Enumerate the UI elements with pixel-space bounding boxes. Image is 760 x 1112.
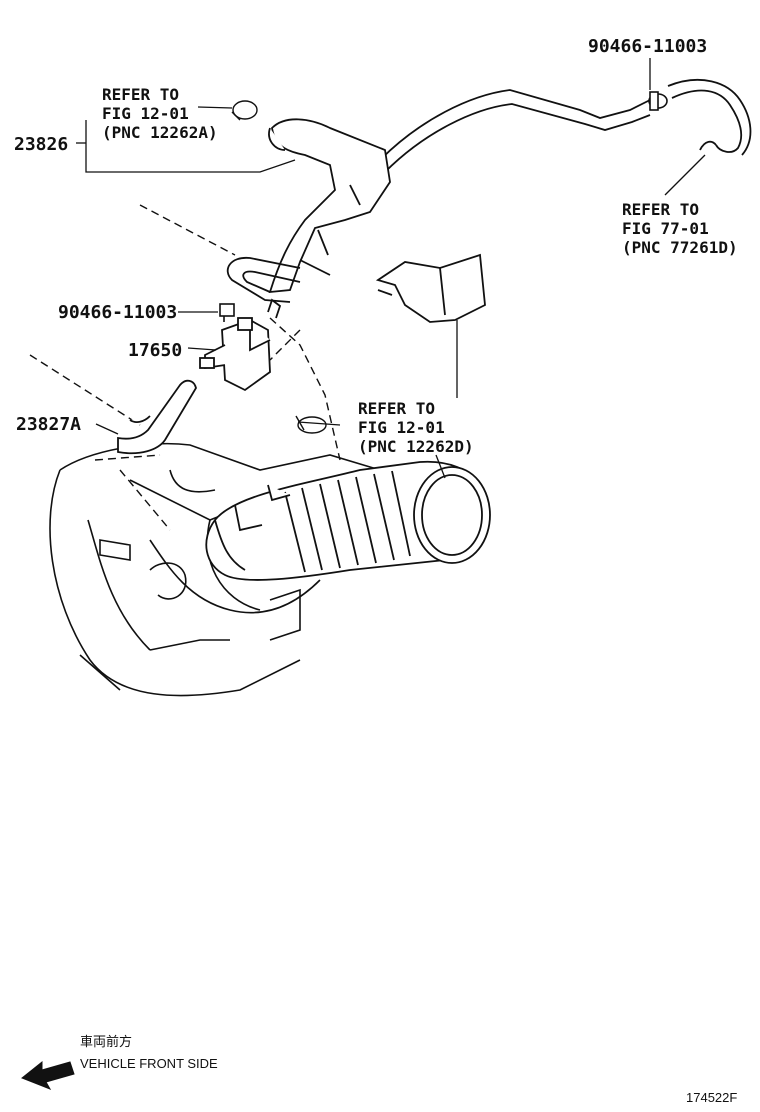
intake-hose	[205, 460, 491, 581]
ref-marker-a	[231, 100, 258, 121]
part-number-17650: 17650	[128, 340, 182, 361]
dashed-guides	[29, 204, 341, 531]
front-arrow-icon	[21, 1060, 75, 1090]
clamp-top	[648, 91, 668, 111]
upper-hose	[379, 78, 752, 173]
ref-b-line2: FIG 77-01	[622, 219, 709, 238]
ref-c-line3: (PNC 12262D)	[358, 437, 474, 456]
ref-a-line3: (PNC 12262A)	[102, 123, 218, 142]
leader-lines	[76, 58, 706, 479]
vehicle-front-cjk: 車両前方	[80, 1034, 132, 1050]
clip-mid	[219, 303, 235, 322]
part-number-90466-top: 90466-11003	[588, 36, 707, 57]
ref-c-line1: REFER TO	[358, 399, 435, 418]
vehicle-front-label: VEHICLE FRONT SIDE	[80, 1056, 218, 1071]
part-number-23827a: 23827A	[16, 414, 81, 435]
vsv-17650	[199, 298, 282, 392]
part-number-23826: 23826	[14, 134, 68, 155]
ref-b-line3: (PNC 77261D)	[622, 238, 738, 257]
ref-a-line1: REFER TO	[102, 85, 179, 104]
part-number-90466-mid: 90466-11003	[58, 302, 177, 323]
ref-marker-c	[295, 415, 327, 434]
resonator-box	[375, 253, 486, 323]
ref-b-line1: REFER TO	[622, 200, 699, 219]
ref-a-line2: FIG 12-01	[102, 104, 189, 123]
hose-23827a	[117, 379, 197, 455]
ref-c-line2: FIG 12-01	[358, 418, 445, 437]
loop-hose	[226, 257, 301, 303]
figure-number: 174522F	[686, 1090, 737, 1105]
